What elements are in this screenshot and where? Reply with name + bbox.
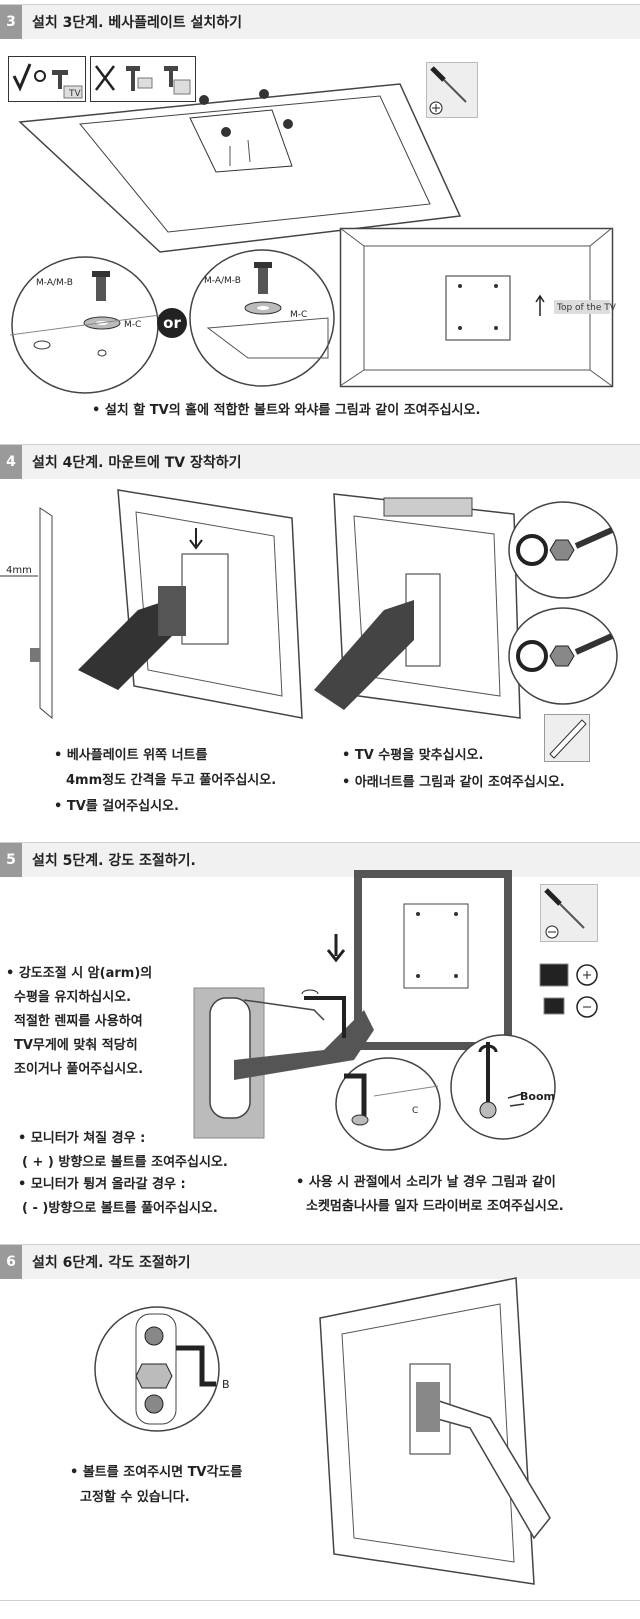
dim-4mm: 4mm [6, 565, 32, 576]
label-bolt-m-a-m-b: M-A/M-B [36, 278, 73, 288]
step5-cond-4: ( - )방향으로 볼트를 풀어주십시오. [22, 1201, 218, 1216]
step4-bullet-3: • TV 수평을 맞추십시오. [342, 748, 484, 763]
step5-right-2: 소켓멈춤나사를 일자 드라이버로 조여주십시오. [306, 1199, 564, 1214]
nut-tighten-detail-1 [508, 501, 618, 599]
section-number: 3 [0, 5, 22, 39]
socket-screw-detail [450, 1034, 556, 1140]
step5-line-1: • 강도조절 시 암(arm)의 [6, 966, 153, 981]
tighten-plus-icon [539, 963, 598, 987]
section-title: 설치 6단계. 각도 조절하기 [32, 1255, 191, 1271]
angle-bolt-detail [94, 1306, 220, 1432]
bottom-divider [0, 1600, 640, 1601]
bolt-correct-icon: TV [8, 56, 86, 102]
bolt-washer-detail-1 [9, 256, 161, 394]
step3-note: • 설치 할 TV의 홀에 적합한 볼트와 와샤를 그림과 같이 조여주십시오. [92, 403, 481, 418]
section-title: 설치 4단계. 마운트에 TV 장착하기 [32, 455, 242, 471]
step6-line-2: 고정할 수 있습니다. [80, 1490, 190, 1505]
section-title: 설치 3단계. 베사플레이트 설치하기 [32, 15, 243, 31]
step5-line-3: 적절한 렌찌를 사용하여 [14, 1014, 143, 1029]
tv-level-illustration [314, 493, 521, 719]
label-boom: Boom [520, 1090, 555, 1103]
tv-angle-illustration [319, 1277, 551, 1585]
section-4-header: 4 설치 4단계. 마운트에 TV 장착하기 [0, 444, 640, 479]
wrench-detail-c [335, 1057, 441, 1151]
label-bolt-m-a-m-b-2: M-A/M-B [204, 276, 241, 286]
step4-bullet-1b: 4mm정도 간격을 두고 풀어주십시오. [66, 773, 277, 788]
section-title: 설치 5단계. 강도 조절하기. [32, 853, 196, 869]
section-number: 4 [0, 445, 22, 479]
step5-line-5: 조이거나 풀어주십시오. [14, 1062, 144, 1077]
label-washer-m-c: M-C [124, 320, 142, 330]
section-number: 6 [0, 1245, 22, 1279]
step6-line-1: • 볼트를 조여주시면 TV각도를 [70, 1465, 243, 1480]
or-badge: or [157, 308, 187, 338]
step4-bullet-1a: • 베사플레이트 위쪽 너트를 [54, 748, 208, 763]
section-6-header: 6 설치 6단계. 각도 조절하기 [0, 1244, 640, 1279]
loosen-minus-icon [543, 996, 598, 1018]
spirit-level-icon [544, 714, 590, 762]
step5-line-2: 수평을 유지하십시오. [14, 990, 132, 1005]
step5-right-1: • 사용 시 관절에서 소리가 날 경우 그림과 같이 [296, 1175, 556, 1190]
nut-tighten-detail-2 [508, 607, 618, 705]
phillips-screwdriver-icon [426, 62, 478, 118]
step5-cond-1: • 모니터가 쳐질 경우 : [18, 1131, 146, 1146]
step5-cond-3: • 모니터가 튕겨 올라갈 경우 : [18, 1177, 186, 1192]
bolt-incorrect-icon [90, 56, 196, 102]
label-washer-m-c-2: M-C [290, 310, 308, 320]
tension-adjust-illustration [193, 870, 512, 1139]
flathead-screwdriver-icon [540, 884, 598, 942]
tv-top-orientation-illustration: Top of the TV [339, 227, 617, 388]
step5-line-4: TV무게에 맞춰 적당히 [14, 1038, 138, 1053]
label-c: C [412, 1106, 419, 1116]
tv-back-plate-illustration [18, 83, 462, 253]
section-5-header: 5 설치 5단계. 강도 조절하기. [0, 842, 640, 877]
step5-cond-2: ( + ) 방향으로 볼트를 조여주십시오. [22, 1155, 228, 1170]
section-3-header: 3 설치 3단계. 베사플레이트 설치하기 [0, 4, 640, 39]
svg-text:Top of the TV: Top of the TV [556, 303, 617, 313]
section-number: 5 [0, 843, 22, 877]
bolt-washer-detail-2 [189, 249, 335, 387]
tv-side-gap-illustration [0, 507, 53, 720]
step4-bullet-2: • TV를 걸어주십시오. [54, 799, 179, 814]
svg-text:TV: TV [68, 89, 81, 99]
tv-hang-on-mount-illustration [78, 489, 303, 719]
step4-bullet-4: • 아래너트를 그림과 같이 조여주십시오. [342, 775, 565, 790]
label-b: B [222, 1378, 230, 1391]
